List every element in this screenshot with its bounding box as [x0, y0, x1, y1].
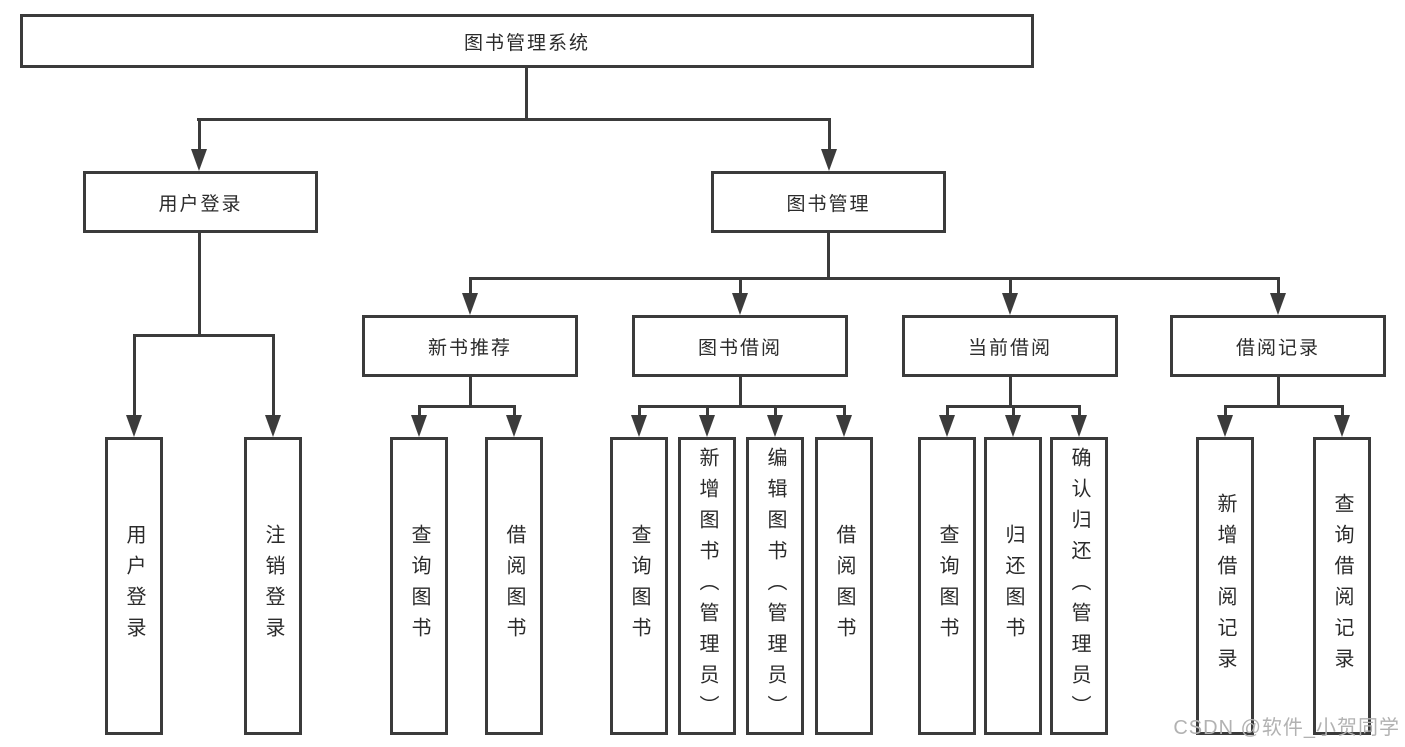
leaf-query-books-recommend-label: 查询图书 — [408, 524, 430, 648]
connector-line — [469, 377, 472, 408]
leaf-borrow-books-recommend: 借阅图书 — [485, 437, 543, 735]
leaf-return-books-label: 归还图书 — [1002, 524, 1024, 648]
connector-line — [469, 277, 1280, 280]
arrow-down-icon — [767, 415, 783, 437]
connector-line — [133, 334, 275, 337]
node-root: 图书管理系统 — [20, 14, 1034, 68]
connector-line — [469, 277, 472, 295]
connector-line — [525, 66, 528, 121]
leaf-query-borrow-record-label: 查询借阅记录 — [1331, 493, 1353, 679]
leaf-query-books-recommend: 查询图书 — [390, 437, 448, 735]
connector-line — [828, 118, 831, 152]
arrow-down-icon — [939, 415, 955, 437]
arrow-down-icon — [732, 293, 748, 315]
connector-line — [827, 233, 830, 280]
connector-line — [1277, 277, 1280, 295]
leaf-borrow-books-label: 借阅图书 — [833, 524, 855, 648]
leaf-query-books-borrow-label: 查询图书 — [628, 524, 650, 648]
leaf-add-book-admin: 新增图书（管理员） — [678, 437, 736, 735]
leaf-borrow-books: 借阅图书 — [815, 437, 873, 735]
leaf-user-login: 用户登录 — [105, 437, 163, 735]
connector-line — [1009, 277, 1012, 295]
leaf-add-borrow-record: 新增借阅记录 — [1196, 437, 1254, 735]
connector-line — [843, 405, 846, 417]
arrow-down-icon — [1002, 293, 1018, 315]
leaf-user-login-label: 用户登录 — [123, 524, 145, 648]
arrow-down-icon — [1334, 415, 1350, 437]
connector-line — [774, 405, 777, 417]
node-book-management-label: 图书管理 — [786, 193, 871, 215]
arrow-down-icon — [1270, 293, 1286, 315]
node-book-borrow: 图书借阅 — [632, 315, 848, 377]
leaf-confirm-return-admin: 确认归还（管理员） — [1050, 437, 1108, 735]
node-current-borrow-label: 当前借阅 — [967, 337, 1052, 359]
connector-line — [1224, 405, 1227, 417]
connector-line — [198, 233, 201, 337]
arrow-down-icon — [191, 149, 207, 171]
leaf-query-books-current-label: 查询图书 — [936, 524, 958, 648]
leaf-logout-label: 注销登录 — [262, 524, 284, 648]
arrow-down-icon — [462, 293, 478, 315]
node-root-label: 图书管理系统 — [463, 32, 590, 54]
connector-line — [946, 405, 949, 417]
arrow-down-icon — [821, 149, 837, 171]
arrow-down-icon — [1217, 415, 1233, 437]
connector-line — [418, 405, 516, 408]
leaf-query-borrow-record: 查询借阅记录 — [1313, 437, 1371, 735]
leaf-confirm-return-admin-label: 确认归还（管理员） — [1068, 446, 1090, 726]
connector-line — [1012, 405, 1015, 417]
connector-line — [706, 405, 709, 417]
node-user-login-label: 用户登录 — [158, 193, 243, 215]
connector-line — [1224, 405, 1344, 408]
arrow-down-icon — [126, 415, 142, 437]
connector-line — [133, 334, 136, 416]
node-current-borrow: 当前借阅 — [902, 315, 1118, 377]
connector-line — [1277, 377, 1280, 408]
connector-line — [1341, 405, 1344, 417]
connector-line — [638, 405, 641, 417]
leaf-query-books-current: 查询图书 — [918, 437, 976, 735]
connector-line — [638, 405, 846, 408]
connector-line — [1009, 377, 1012, 408]
node-new-book-recommend-label: 新书推荐 — [427, 337, 512, 359]
node-user-login: 用户登录 — [83, 171, 318, 233]
node-new-book-recommend: 新书推荐 — [362, 315, 578, 377]
leaf-query-books-borrow: 查询图书 — [610, 437, 668, 735]
connector-line — [198, 118, 201, 152]
node-borrow-records: 借阅记录 — [1170, 315, 1386, 377]
leaf-edit-book-admin-label: 编辑图书（管理员） — [764, 446, 786, 726]
node-borrow-records-label: 借阅记录 — [1235, 337, 1320, 359]
node-book-management: 图书管理 — [711, 171, 946, 233]
connector-line — [1078, 405, 1081, 417]
arrow-down-icon — [506, 415, 522, 437]
leaf-add-book-admin-label: 新增图书（管理员） — [696, 446, 718, 726]
arrow-down-icon — [265, 415, 281, 437]
arrow-down-icon — [631, 415, 647, 437]
watermark: CSDN @软件_小贺同学 — [1173, 717, 1400, 739]
leaf-borrow-books-recommend-label: 借阅图书 — [503, 524, 525, 648]
leaf-return-books: 归还图书 — [984, 437, 1042, 735]
arrow-down-icon — [1005, 415, 1021, 437]
connector-line — [513, 405, 516, 417]
connector-line — [739, 377, 742, 408]
connector-line — [418, 405, 421, 417]
arrow-down-icon — [411, 415, 427, 437]
leaf-logout: 注销登录 — [244, 437, 302, 735]
connector-line — [197, 118, 831, 121]
arrow-down-icon — [836, 415, 852, 437]
node-book-borrow-label: 图书借阅 — [697, 337, 782, 359]
arrow-down-icon — [1071, 415, 1087, 437]
arrow-down-icon — [699, 415, 715, 437]
leaf-edit-book-admin: 编辑图书（管理员） — [746, 437, 804, 735]
connector-line — [739, 277, 742, 295]
connector-line — [272, 334, 275, 416]
leaf-add-borrow-record-label: 新增借阅记录 — [1214, 493, 1236, 679]
